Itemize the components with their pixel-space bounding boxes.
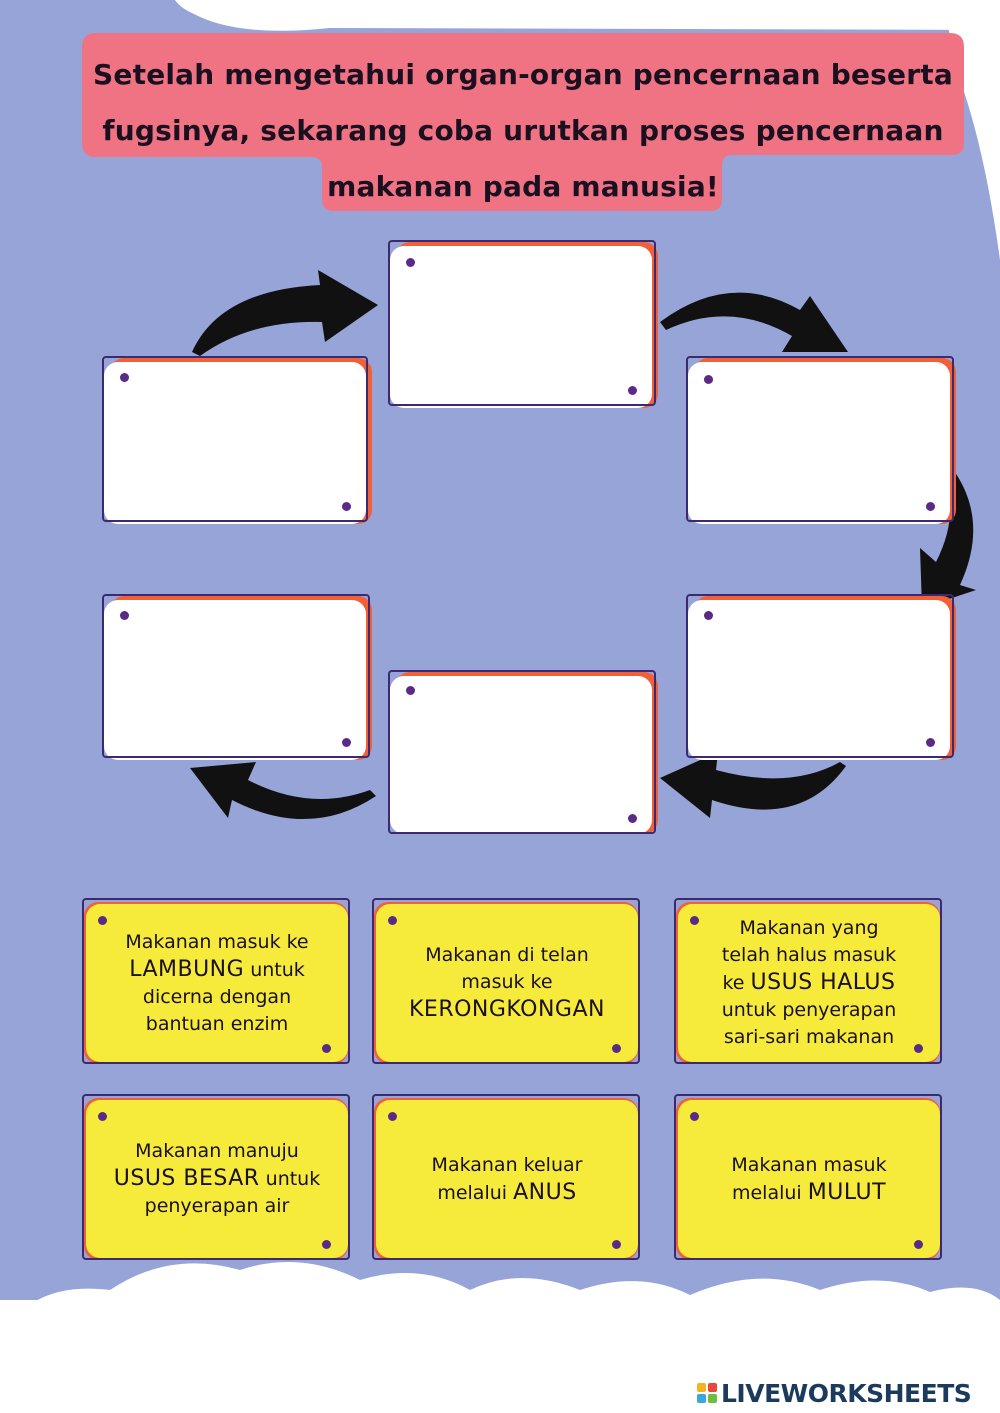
card-line: sari-sari makanan xyxy=(724,1024,894,1051)
instruction-line-2: fugsinya, sekarang coba urutkan proses p… xyxy=(102,114,944,147)
card-phrase: telah halus masuk xyxy=(721,944,897,966)
answer-slot-3[interactable] xyxy=(686,356,956,524)
card-phrase: ke xyxy=(722,972,751,994)
card-line: untuk penyerapan xyxy=(722,997,897,1024)
card-phrase: Makanan masuk xyxy=(731,1153,887,1176)
answer-slot-4[interactable] xyxy=(102,594,372,760)
card-text: Makanan masuk melalui MULUT xyxy=(686,1100,932,1258)
draggable-card-kerongkongan[interactable]: Makanan di telan masuk ke KERONGKONGAN xyxy=(372,898,640,1064)
card-line: Makanan yang xyxy=(739,915,878,942)
card-line: Makanan keluar xyxy=(432,1152,583,1179)
instruction-line-1: Setelah mengetahui organ-organ pencernaa… xyxy=(93,58,953,91)
card-phrase: melalui xyxy=(731,1181,808,1204)
card-line: masuk ke xyxy=(461,969,552,996)
draggable-card-usus-halus[interactable]: Makanan yang telah halus masuk ke USUS HAL… xyxy=(674,898,942,1064)
card-line: Makanan di telan xyxy=(425,942,589,969)
card-line: melalui ANUS xyxy=(437,1179,576,1207)
liveworksheets-logo: LIVEWORKSHEETS xyxy=(697,1377,972,1409)
instruction-banner: Setelah mengetahui organ-organ pencernaa… xyxy=(82,33,964,211)
card-phrase: masuk ke xyxy=(461,971,553,993)
answer-slot-1[interactable] xyxy=(102,356,372,524)
card-line: Makanan masuk xyxy=(731,1152,886,1179)
card-line: Makanan masuk ke xyxy=(125,929,308,956)
card-keyword: USUS BESAR xyxy=(113,1166,260,1191)
card-text: Makanan keluar melalui ANUS xyxy=(384,1100,630,1258)
card-line: KERONGKONGAN xyxy=(409,996,605,1024)
card-line: ke USUS HALUS xyxy=(722,969,895,997)
card-keyword: LAMBUNG xyxy=(129,956,245,982)
answer-slot-6[interactable] xyxy=(686,594,956,760)
card-phrase: penyerapan air xyxy=(144,1195,290,1217)
draggable-card-mulut[interactable]: Makanan masuk melalui MULUT xyxy=(674,1094,942,1260)
card-phrase: dicerna dengan xyxy=(142,985,292,1008)
instruction-banner-bg xyxy=(82,33,964,211)
card-line: LAMBUNG untuk xyxy=(129,956,305,984)
card-text: Makanan di telan masuk ke KERONGKONGAN xyxy=(384,904,630,1062)
card-keyword: USUS HALUS xyxy=(750,970,896,995)
answer-slot-5[interactable] xyxy=(388,670,658,834)
card-phrase: untuk xyxy=(244,958,305,981)
card-line: penyerapan air xyxy=(145,1193,290,1220)
card-phrase: untuk penyerapan xyxy=(721,999,897,1021)
card-text: Makanan yang telah halus masuk ke USUS HAL… xyxy=(686,904,932,1062)
card-phrase: Makanan masuk ke xyxy=(125,930,309,953)
instruction-line-3: makanan pada manusia! xyxy=(327,170,719,203)
card-line: Makanan manuju xyxy=(135,1138,299,1165)
card-phrase: Makanan keluar xyxy=(431,1153,583,1176)
card-phrase: Makanan manuju xyxy=(135,1140,299,1162)
card-keyword: KERONGKONGAN xyxy=(409,997,605,1022)
card-phrase: untuk xyxy=(259,1168,321,1190)
card-phrase: melalui xyxy=(437,1181,514,1204)
card-line: telah halus masuk xyxy=(722,942,896,969)
card-keyword: MULUT xyxy=(807,1179,887,1205)
card-phrase: bantuan enzim xyxy=(145,1012,289,1035)
instruction-text: Setelah mengetahui organ-organ pencernaa… xyxy=(82,47,964,215)
card-phrase: Makanan yang xyxy=(739,917,879,939)
card-phrase: Makanan di telan xyxy=(425,944,589,966)
card-line: bantuan enzim xyxy=(146,1011,288,1038)
card-line: dicerna dengan xyxy=(143,984,291,1011)
card-keyword: ANUS xyxy=(513,1179,577,1205)
card-phrase: sari-sari makanan xyxy=(723,1026,895,1048)
draggable-card-anus[interactable]: Makanan keluar melalui ANUS xyxy=(372,1094,640,1260)
brand-name: LIVEWORKSHEETS xyxy=(721,1378,972,1408)
answer-slot-2[interactable] xyxy=(388,240,658,408)
card-line: melalui MULUT xyxy=(732,1179,886,1207)
liveworksheets-logo-icon xyxy=(697,1383,717,1403)
card-line: USUS BESAR untuk xyxy=(114,1165,320,1193)
